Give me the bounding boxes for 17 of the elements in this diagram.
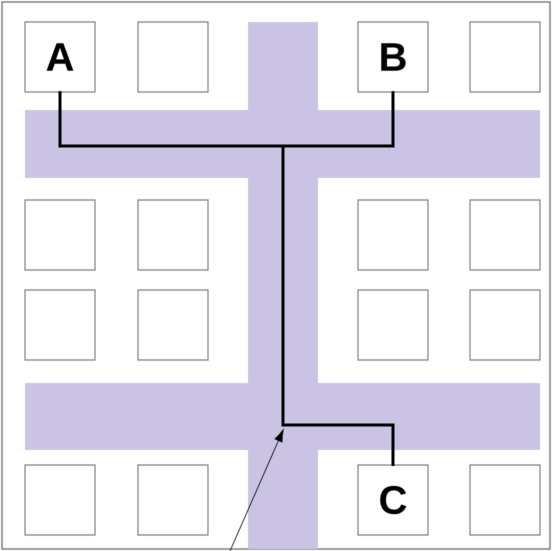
- empty-box: [137, 464, 209, 536]
- empty-box: [357, 289, 429, 361]
- empty-box: [469, 199, 541, 271]
- empty-box: [137, 289, 209, 361]
- letter-box: A: [24, 21, 96, 93]
- connector-line: [282, 91, 394, 466]
- empty-box: [24, 464, 96, 536]
- empty-box: [24, 289, 96, 361]
- empty-box: [469, 464, 541, 536]
- letter-box: C: [357, 464, 429, 536]
- empty-box: [137, 21, 209, 93]
- empty-box: [469, 289, 541, 361]
- empty-box: [357, 199, 429, 271]
- letter-box: B: [357, 21, 429, 93]
- empty-box: [24, 199, 96, 271]
- empty-box: [469, 21, 541, 93]
- empty-box: [137, 199, 209, 271]
